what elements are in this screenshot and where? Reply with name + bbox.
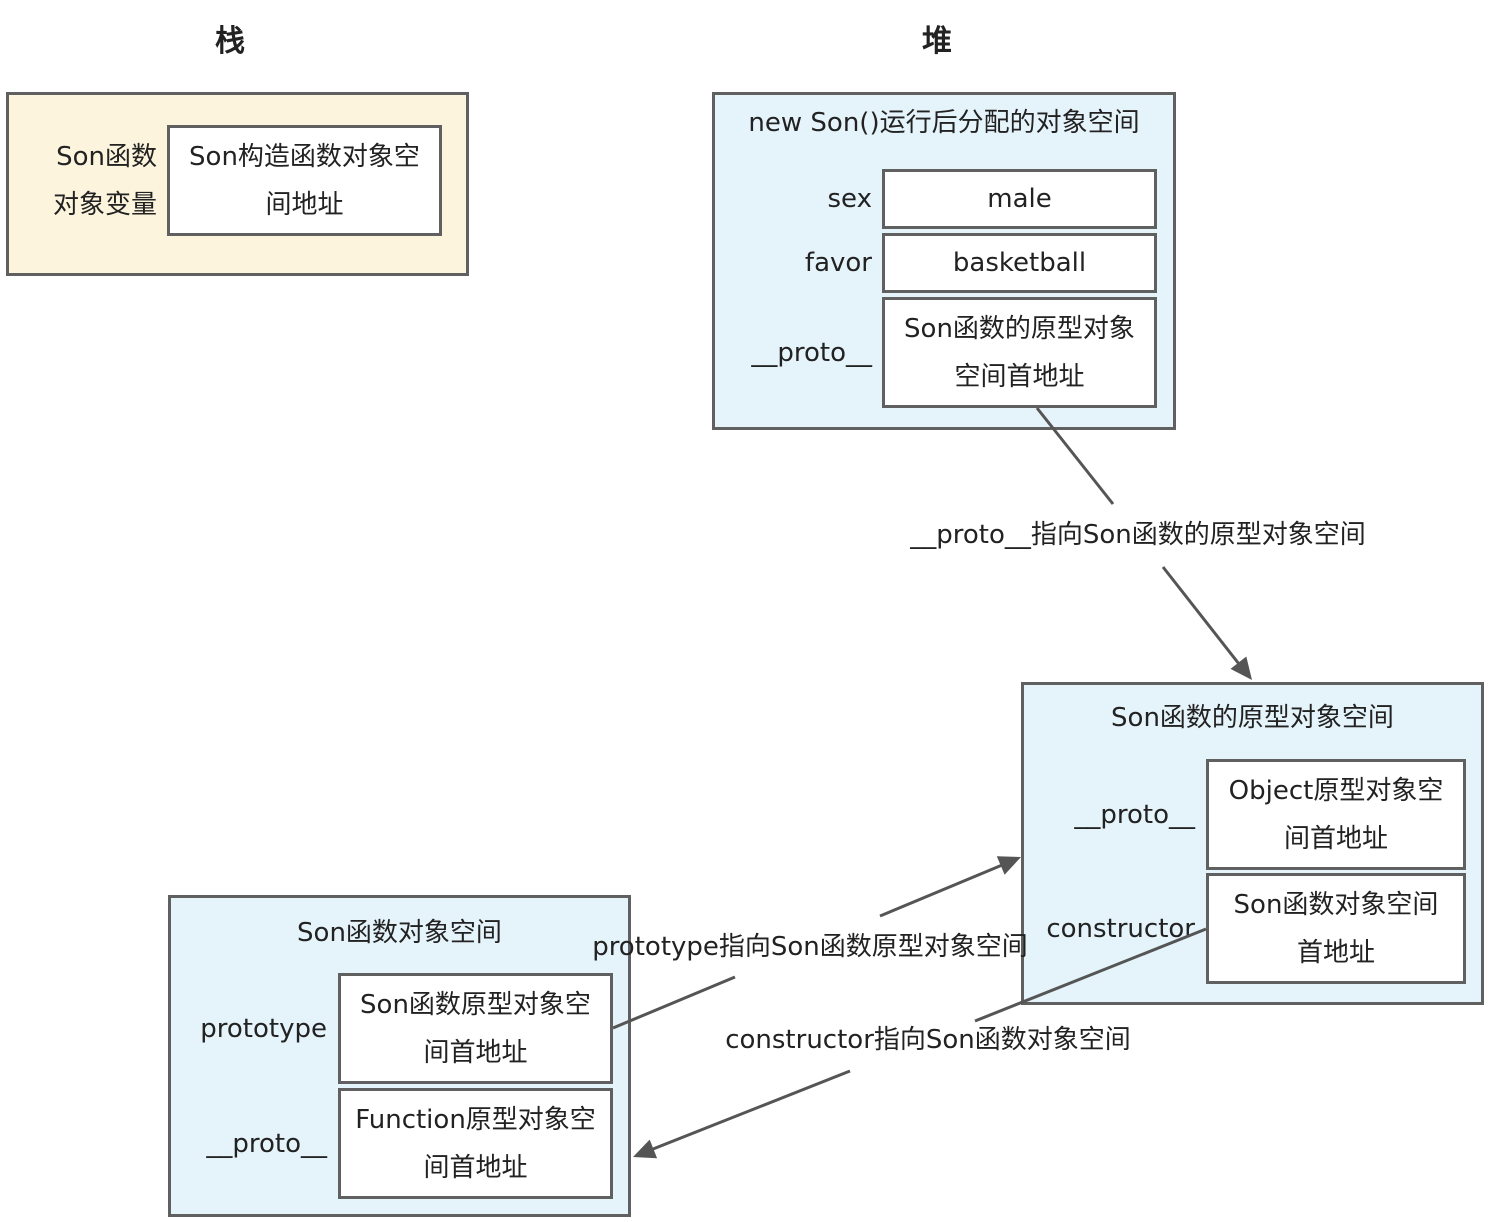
- field-key-sex: sex: [715, 169, 872, 229]
- field-key-proto: __proto__: [715, 297, 872, 408]
- field-value-prototype: Son函数原型对象空 间首地址: [338, 973, 613, 1084]
- field-value-line: 首地址: [1296, 937, 1375, 968]
- field-value-constructor: Son函数对象空间 首地址: [1206, 873, 1466, 984]
- field-value-line: Son函数的原型对象: [904, 313, 1135, 344]
- field-value-sex: male: [882, 169, 1157, 229]
- field-value-line: 间首地址: [423, 1037, 528, 1068]
- prototype-arrow-line-end: [879, 864, 1002, 918]
- son-instance-box: new Son()运行后分配的对象空间 sex male favor baske…: [712, 92, 1176, 430]
- field-key-prototype: prototype: [171, 973, 327, 1084]
- son-function-box: Son函数对象空间 prototype Son函数原型对象空 间首地址 __pr…: [168, 895, 631, 1217]
- field-value-line: Function原型对象空: [355, 1104, 596, 1135]
- son-function-title: Son函数对象空间: [297, 918, 502, 948]
- field-key-favor: favor: [715, 233, 872, 293]
- field-value-line: 间首地址: [1283, 823, 1388, 854]
- field-value-line: basketball: [952, 248, 1087, 278]
- field-value-line: Son函数对象空间: [1233, 889, 1439, 920]
- prototype-arrow-line-start: [612, 975, 736, 1030]
- stack-variable-label-line-2: 对象变量: [52, 189, 157, 220]
- field-key-proto: __proto__: [171, 1088, 327, 1199]
- field-value-line: 空间首地址: [954, 361, 1085, 392]
- field-key-text: favor: [804, 248, 872, 278]
- constructor-arrow-head: [633, 1139, 658, 1159]
- son-prototype-title: Son函数的原型对象空间: [1111, 703, 1394, 733]
- field-value-proto: Son函数的原型对象 空间首地址: [882, 297, 1157, 408]
- field-key-text: sex: [827, 184, 872, 214]
- field-value-line: Son函数原型对象空: [360, 989, 591, 1020]
- stack-variable-value-line-2: 间地址: [265, 189, 344, 220]
- stack-variable-value-line-1: Son构造函数对象空: [189, 141, 420, 172]
- field-key-text: __proto__: [751, 337, 872, 368]
- field-key-text: prototype: [200, 1013, 327, 1044]
- son-instance-title: new Son()运行后分配的对象空间: [748, 108, 1140, 138]
- field-value-line: Object原型对象空: [1228, 775, 1444, 806]
- field-value-line: male: [987, 184, 1052, 214]
- field-key-text: __proto__: [206, 1128, 327, 1159]
- constructor-arrow-label: constructor指向Son函数对象空间: [725, 1025, 1131, 1055]
- proto-arrow-line-end: [1161, 566, 1241, 665]
- stack-variable-value-cell: Son构造函数对象空 间地址: [167, 125, 442, 236]
- field-value-line: 间首地址: [423, 1152, 528, 1183]
- prototype-arrow-label: prototype指向Son函数原型对象空间: [592, 932, 1028, 962]
- stack-title: 栈: [215, 24, 245, 59]
- stack-frame-box: Son函数 对象变量 Son构造函数对象空 间地址: [6, 92, 469, 276]
- field-value-favor: basketball: [882, 233, 1157, 293]
- stack-variable-label-line-1: Son函数: [56, 141, 157, 172]
- constructor-arrow-line-end: [652, 1069, 851, 1151]
- prototype-arrow-head: [996, 856, 1021, 875]
- heap-title: 堆: [922, 24, 952, 59]
- proto-arrow-head: [1230, 656, 1252, 680]
- field-key-text: __proto__: [1074, 799, 1195, 830]
- field-value-proto: Function原型对象空 间首地址: [338, 1088, 613, 1199]
- son-prototype-box: Son函数的原型对象空间 __proto__ Object原型对象空 间首地址 …: [1021, 682, 1484, 1005]
- proto-arrow-label: __proto__指向Son函数的原型对象空间: [910, 520, 1366, 550]
- field-value-proto: Object原型对象空 间首地址: [1206, 759, 1466, 870]
- field-key-proto: __proto__: [1024, 759, 1195, 870]
- stack-variable-label: Son函数 对象变量: [9, 125, 157, 236]
